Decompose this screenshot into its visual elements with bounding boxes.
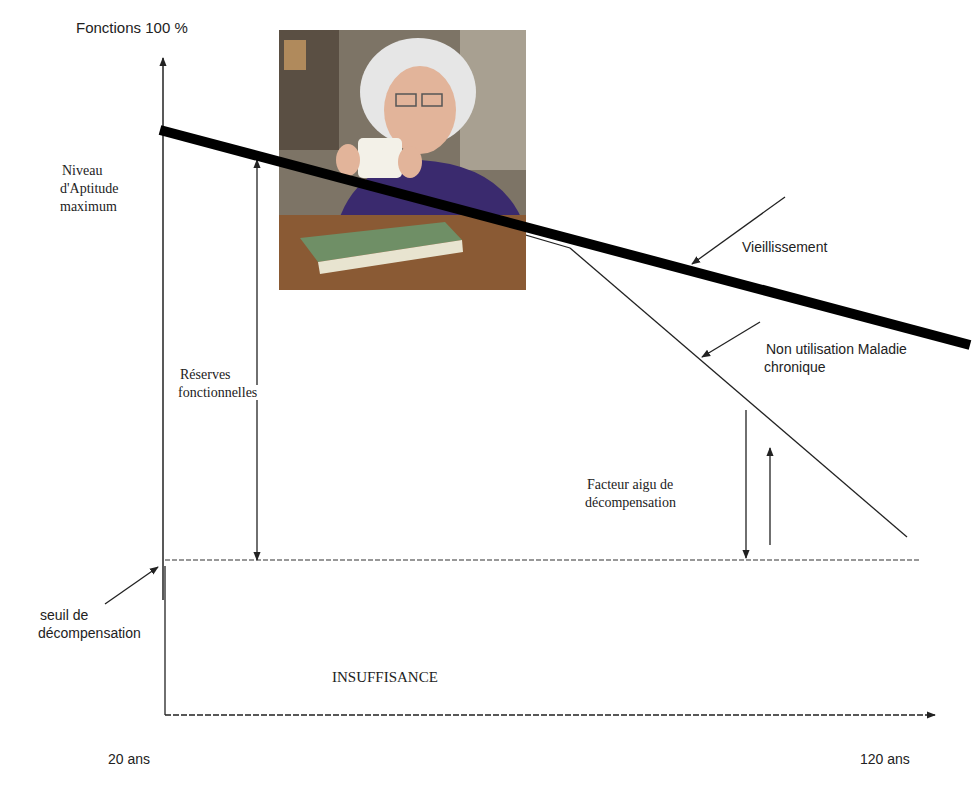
reserve-label: Réserves fonctionnelles: [178, 366, 298, 402]
curve-label-text: Non utilisation Maladie chronique: [764, 341, 907, 375]
photo-table: [279, 215, 526, 290]
zone-label-text: INSUFFISANCE: [330, 669, 440, 685]
photo-glasses: [396, 94, 416, 106]
reserve-label-text: Réserves fonctionnelles: [178, 367, 259, 400]
curve-label: Vieillissement: [740, 238, 829, 256]
factor-label-text: Facteur aigu de décompensation: [585, 477, 678, 510]
photo-background: [279, 30, 526, 290]
photo: [279, 30, 526, 290]
disease-line: [570, 248, 907, 537]
photo-frame: [284, 40, 306, 70]
age-label: 120 ans: [858, 750, 912, 768]
level-label-text: Niveau d'Aptitude maximum: [60, 163, 119, 214]
level-label: Niveau d'Aptitude maximum: [60, 162, 160, 217]
threshold-line: [165, 559, 920, 560]
trend-line: [160, 130, 970, 345]
curve-label: Non utilisation Maladie chronique: [764, 340, 944, 376]
y-axis: [162, 58, 164, 600]
photo-book-pages: [318, 240, 463, 274]
reserve-arrow: [256, 160, 257, 560]
age-label-text: 120 ans: [858, 751, 912, 767]
photo-hand: [336, 144, 360, 176]
pointer-arrow: [105, 567, 158, 604]
axis-label-text: Fonctions 100 %: [74, 19, 190, 36]
axis-label: Fonctions 100 %: [74, 18, 190, 38]
age-label-text: 20 ans: [106, 751, 152, 767]
x-axis: [165, 714, 935, 715]
age-label: 20 ans: [106, 750, 152, 768]
acute-arrow: [745, 410, 746, 558]
photo-hand: [398, 146, 422, 178]
pointer-arrow: [702, 322, 760, 357]
axis-bracket: [164, 566, 165, 715]
threshold-label: seuil de décompensation: [38, 606, 188, 642]
recovery-arrow: [769, 448, 770, 545]
photo-cup: [358, 138, 402, 178]
threshold-label-text: seuil de décompensation: [38, 607, 143, 641]
photo-shelf: [279, 30, 339, 150]
zone-label: INSUFFISANCE: [330, 668, 440, 688]
photo-glasses: [422, 94, 442, 106]
factor-label: Facteur aigu de décompensation: [585, 476, 745, 512]
curve-label-text: Vieillissement: [740, 239, 829, 255]
